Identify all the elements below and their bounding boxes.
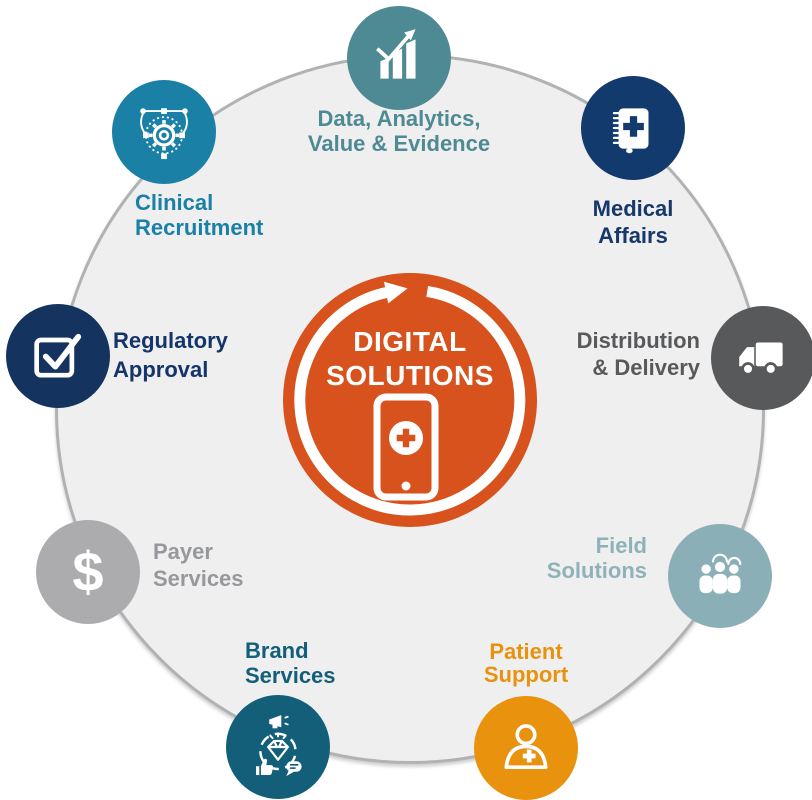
label-line: Support <box>483 662 569 687</box>
node-payer-services: $ <box>36 520 140 624</box>
label-data-analytics: Data, Analytics, Value & Evidence <box>279 106 519 156</box>
label-line: Affairs <box>598 223 668 248</box>
node-brand-services <box>226 695 330 799</box>
label-line: & Delivery <box>592 355 700 380</box>
label-line: Value & Evidence <box>307 131 491 156</box>
node-data-analytics <box>347 6 451 110</box>
label-line: Distribution <box>576 328 700 353</box>
patient-plus-icon <box>504 724 548 770</box>
node-field-solutions <box>668 524 772 628</box>
label-field-solutions: Field Solutions <box>447 533 647 583</box>
dollar-sign-icon: $ <box>72 540 104 603</box>
label-line: Payer <box>153 539 213 564</box>
label-line: Data, Analytics, <box>317 106 481 131</box>
brand-marketing-icon <box>256 715 302 777</box>
node-medical-affairs <box>581 76 685 180</box>
label-line: Medical <box>592 196 674 221</box>
gear-network-icon <box>140 108 188 160</box>
label-distribution-delivery: Distribution & Delivery <box>500 327 700 381</box>
medical-notebook-plus-icon <box>612 108 649 154</box>
circular-arrow-and-smartphone-icon <box>294 281 526 516</box>
bar-chart-trend-icon <box>376 29 416 79</box>
label-patient-support: Patient Support <box>426 640 626 686</box>
label-brand-services: Brand Services <box>245 638 336 688</box>
hub-title-line1: DIGITAL <box>353 326 467 357</box>
delivery-truck-icon <box>739 342 783 376</box>
label-payer-services: Payer Services <box>153 538 244 592</box>
label-line: Patient <box>489 639 563 664</box>
label-line: Services <box>245 663 336 688</box>
label-line: Recruitment <box>135 215 264 240</box>
checkbox-checkmark-icon <box>34 333 82 378</box>
label-line: Clinical <box>135 190 214 215</box>
node-patient-support <box>474 696 578 800</box>
node-distribution-delivery <box>711 306 812 410</box>
label-line: Field <box>595 533 647 558</box>
node-clinical-recruitment <box>112 80 216 184</box>
label-line: Brand <box>245 638 309 663</box>
hub-circle: DIGITAL SOLUTIONS <box>283 273 537 527</box>
label-clinical-recruitment: Clinical Recruitment <box>135 190 263 240</box>
node-regulatory-approval <box>6 304 110 408</box>
label-line: Services <box>153 566 244 591</box>
label-line: Approval <box>113 357 209 382</box>
hub-title-line2: SOLUTIONS <box>326 360 494 391</box>
team-headsets-icon <box>699 553 742 594</box>
label-line: Regulatory <box>113 328 228 353</box>
label-line: Solutions <box>546 558 647 583</box>
label-regulatory-approval: Regulatory Approval <box>113 326 228 384</box>
label-medical-affairs: Medical Affairs <box>533 195 733 249</box>
hub-title: DIGITAL SOLUTIONS <box>283 325 537 393</box>
